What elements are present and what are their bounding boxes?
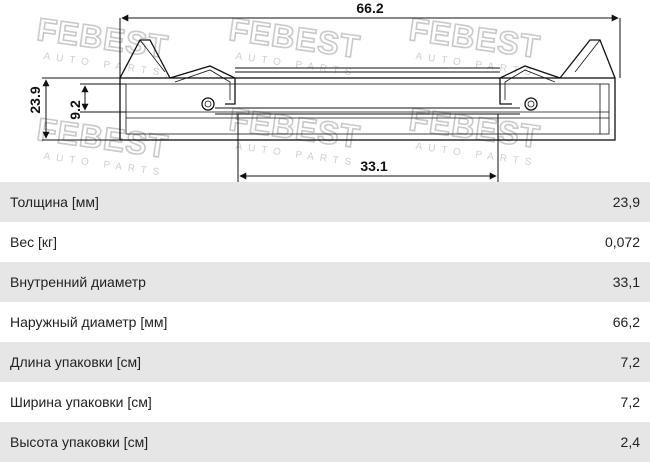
watermark-logos: FEBEST AUTO PARTS FEBEST AUTO PARTS FEBE…: [34, 10, 544, 179]
dimension-label-height: 23.9: [27, 86, 43, 113]
spec-label: Наружный диаметр [мм]: [10, 314, 168, 330]
garter-spring-right: [524, 97, 538, 111]
garter-spring-left: [201, 97, 215, 111]
spec-row-package-height: Высота упаковки [см] 2,4: [0, 422, 650, 462]
dimension-outer-diameter: [119, 14, 621, 78]
spec-label: Ширина упаковки [см]: [10, 394, 152, 410]
specifications-table: Толщина [мм] 23,9 Вес [кг] 0,072 Внутрен…: [0, 182, 650, 462]
dimension-height: [42, 77, 120, 141]
spec-row-inner-diameter: Внутренний диаметр 33,1: [0, 262, 650, 302]
dimension-label-inner-height: 9.2: [67, 100, 83, 120]
spec-value: 66,2: [612, 314, 640, 330]
dimension-label-outer: 66.2: [356, 0, 383, 16]
dimension-inner-diameter: [237, 114, 499, 182]
watermark-logo: FEBEST AUTO PARTS: [406, 100, 544, 169]
seal-insert-right: [499, 65, 561, 105]
seal-insert-left: [169, 65, 236, 105]
spec-row-thickness: Толщина [мм] 23,9: [0, 182, 650, 222]
watermark-logo: FEBEST AUTO PARTS: [34, 110, 172, 179]
spec-row-outer-diameter: Наружный диаметр [мм] 66,2: [0, 302, 650, 342]
spec-value: 33,1: [612, 274, 640, 290]
spec-value: 2,4: [620, 434, 640, 450]
spec-label: Длина упаковки [см]: [10, 354, 141, 370]
spec-value: 23,9: [612, 194, 640, 210]
spec-label: Высота упаковки [см]: [10, 434, 149, 450]
watermark-logo: FEBEST AUTO PARTS: [226, 100, 364, 169]
spec-row-package-width: Ширина упаковки [см] 7,2: [0, 382, 650, 422]
seal-outer-case: [119, 77, 616, 141]
spec-value: 0,072: [604, 234, 640, 250]
drawing-svg: FEBEST AUTO PARTS FEBEST AUTO PARTS FEBE…: [27, 0, 621, 182]
seal-profile: [119, 39, 616, 141]
watermark-logo: FEBEST AUTO PARTS: [34, 10, 172, 79]
spec-value: 7,2: [620, 394, 640, 410]
dimension-label-inner: 33.1: [360, 158, 387, 174]
seal-dust-lip-right: [559, 39, 616, 79]
spec-value: 7,2: [620, 354, 640, 370]
spec-row-package-length: Длина упаковки [см] 7,2: [0, 342, 650, 382]
spec-label: Вес [кг]: [10, 234, 58, 250]
spec-label: Толщина [мм]: [10, 194, 99, 210]
spec-row-weight: Вес [кг] 0,072: [0, 222, 650, 262]
seal-dust-lip-left: [119, 39, 171, 79]
oil-seal-technical-drawing: FEBEST AUTO PARTS FEBEST AUTO PARTS FEBE…: [0, 0, 650, 182]
watermark-logo: FEBEST AUTO PARTS: [226, 10, 364, 79]
watermark-logo: FEBEST AUTO PARTS: [406, 10, 544, 79]
spec-label: Внутренний диаметр: [10, 274, 146, 290]
dimension-inner-height: [80, 83, 126, 113]
